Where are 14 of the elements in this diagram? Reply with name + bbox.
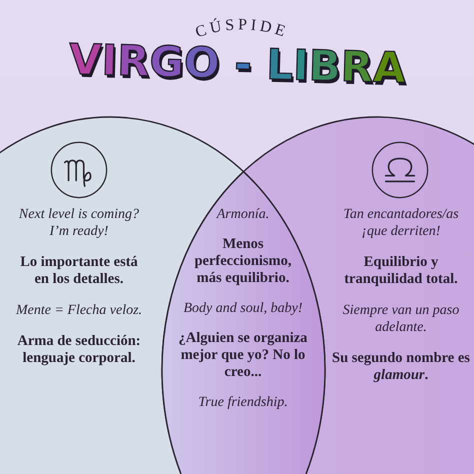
trait-text: Tan encantadores/as ¡que derriten!: [342, 206, 460, 240]
trait-text: Lo importante está en los detalles.: [19, 254, 139, 288]
trait-text: Arma de seducción: lenguaje corporal.: [16, 333, 142, 367]
trait-text: Mente = Flecha veloz.: [14, 302, 144, 319]
trait-text: Menos perfeccionismo, más equilibrio.: [193, 236, 293, 287]
trait-text: Su segundo nombre es glamour.: [331, 350, 471, 384]
trait-text: Siempre van un paso adelante.: [342, 302, 460, 336]
trait-text: ¿Alguien se organiza mejor que yo? No lo creo...: [178, 330, 308, 381]
trait-text: Armonía.: [216, 206, 270, 223]
trait-text: Equilibrio y tranquilidad total.: [343, 254, 459, 288]
trait-text: True friendship.: [197, 394, 289, 411]
overlap-region: [161, 171, 326, 474]
trait-text: Next level is coming? I’m ready!: [18, 206, 140, 240]
trait-text: Body and soul, baby!: [182, 300, 304, 317]
